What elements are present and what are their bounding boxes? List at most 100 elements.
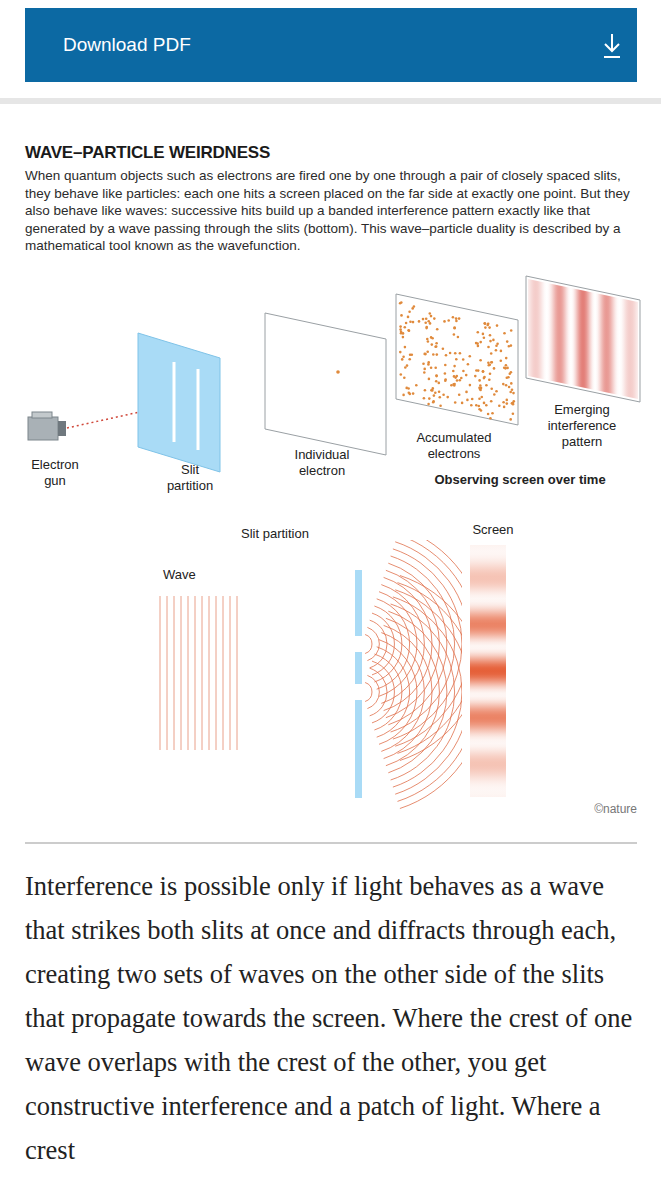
electron-hit: [409, 321, 412, 324]
wavefront: [237, 596, 238, 750]
electron-hit: [436, 328, 439, 331]
electron-hit: [404, 346, 407, 349]
slit-partition: [138, 333, 220, 472]
electron-hit: [483, 336, 486, 339]
electron-hit: [500, 350, 503, 353]
electron-hit: [418, 320, 421, 323]
electron-hit: [506, 340, 509, 343]
electron-hit: [453, 365, 456, 368]
electron-hit: [423, 397, 426, 400]
electron-hit: [438, 391, 441, 394]
observing-screen: [265, 313, 386, 455]
electron-hit: [479, 384, 482, 387]
electron-hit: [479, 359, 482, 362]
electron-hit: [475, 369, 478, 372]
wavefront: [384, 625, 432, 758]
observing-screen: [526, 276, 640, 402]
electron-hit: [465, 374, 468, 377]
wavefront: [230, 596, 231, 750]
electron-hit: [435, 380, 438, 383]
part-label: Screen: [448, 522, 538, 538]
electron-hit: [511, 402, 514, 405]
electron-hit: [430, 315, 433, 318]
electron-hit: [423, 371, 426, 374]
wavefront: [167, 596, 168, 750]
interference-pattern: [528, 279, 638, 399]
wavefront: [223, 596, 224, 750]
electron-hit: [453, 375, 456, 378]
electron-hit: [459, 352, 462, 355]
electron-hit: [479, 388, 482, 391]
electron-hit: [478, 379, 481, 382]
electron-hit: [493, 367, 496, 370]
electron-hit: [483, 377, 486, 380]
electron-hit: [402, 394, 405, 397]
electron-hit: [407, 387, 410, 390]
electron-hit: [461, 402, 464, 405]
electron-hit: [512, 412, 515, 415]
wavefront: [372, 613, 394, 675]
wavefront: [181, 596, 182, 750]
electron-hit: [449, 352, 452, 355]
button-label: Download PDF: [63, 34, 191, 56]
electron-hit: [422, 318, 425, 321]
electron-hit: [513, 400, 516, 403]
wavefront: [216, 596, 217, 750]
electron-hit: [431, 337, 434, 340]
electron-hit: [489, 373, 492, 376]
electron-hit: [502, 383, 505, 386]
electron-hit: [452, 370, 455, 373]
electron-hit: [509, 391, 512, 394]
wavefront: [374, 654, 402, 730]
electron-hit: [488, 379, 491, 382]
electron-hit: [490, 387, 493, 390]
electron-hit: [495, 390, 498, 393]
electron-hit: [458, 394, 461, 397]
electron-hit: [439, 404, 442, 407]
electron-hit: [415, 384, 418, 387]
electron-hit: [455, 320, 458, 323]
electron-hit: [428, 378, 431, 381]
wavefront: [209, 596, 210, 750]
slit-partition: [355, 570, 362, 798]
electron-hit: [457, 336, 460, 339]
electron-hit: [432, 401, 435, 404]
wavefront: [386, 618, 440, 765]
electron-hit: [484, 326, 487, 329]
electron-hit: [475, 404, 478, 407]
electron-hit: [405, 322, 408, 325]
part-label: Electron gun: [20, 457, 90, 489]
electron-hit: [508, 386, 511, 389]
wavefront: [388, 563, 447, 725]
electron-hit: [408, 391, 411, 394]
electron-hit: [438, 382, 441, 385]
electron-hit: [488, 326, 491, 329]
electron-hit: [462, 358, 465, 361]
electron-hit: [436, 353, 439, 356]
wavefront: [160, 596, 161, 750]
electron-hit: [423, 353, 426, 356]
electron-hit: [407, 329, 410, 332]
electron-hit: [485, 384, 488, 387]
electron-hit: [487, 346, 490, 349]
wavefront: [188, 596, 189, 750]
wavefront: [365, 635, 372, 654]
electron-hit: [425, 317, 428, 320]
electron-hit: [483, 322, 486, 325]
electron-hit: [502, 401, 505, 404]
electron-hit: [478, 398, 481, 401]
electron-hit: [444, 372, 447, 375]
electron-hit: [510, 329, 513, 332]
electron-hit: [496, 324, 499, 327]
figure-caption: When quantum objects such as electrons a…: [25, 167, 637, 255]
electron-hit: [477, 331, 480, 334]
electron-hit: [462, 370, 465, 373]
electron-hit: [503, 332, 506, 335]
electron-hit: [489, 334, 492, 337]
electron-hit: [431, 343, 434, 346]
electron-hit: [469, 384, 472, 387]
electron-hit: [474, 375, 477, 378]
electron-hits: [399, 301, 515, 421]
electron-hit: [425, 326, 428, 329]
interference-screen: [470, 545, 506, 797]
